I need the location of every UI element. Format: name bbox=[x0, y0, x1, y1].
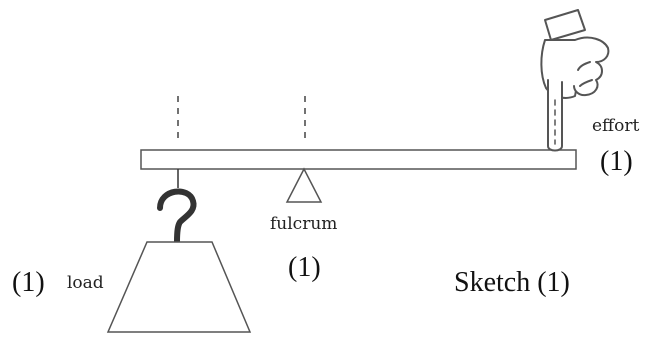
lever-beam bbox=[140, 149, 577, 170]
fulcrum-triangle bbox=[285, 167, 323, 203]
hook-icon bbox=[157, 188, 197, 245]
effort-label: effort bbox=[592, 116, 639, 136]
fulcrum-mark: (1) bbox=[288, 252, 321, 283]
fulcrum-label: fulcrum bbox=[270, 214, 337, 234]
load-label: load bbox=[67, 273, 104, 293]
trapezoid-weight-icon bbox=[106, 241, 252, 333]
load-mark: (1) bbox=[12, 267, 45, 298]
effort-mark: (1) bbox=[600, 146, 633, 177]
sketch-mark: Sketch (1) bbox=[454, 267, 570, 298]
pointing-hand-icon bbox=[540, 9, 610, 152]
